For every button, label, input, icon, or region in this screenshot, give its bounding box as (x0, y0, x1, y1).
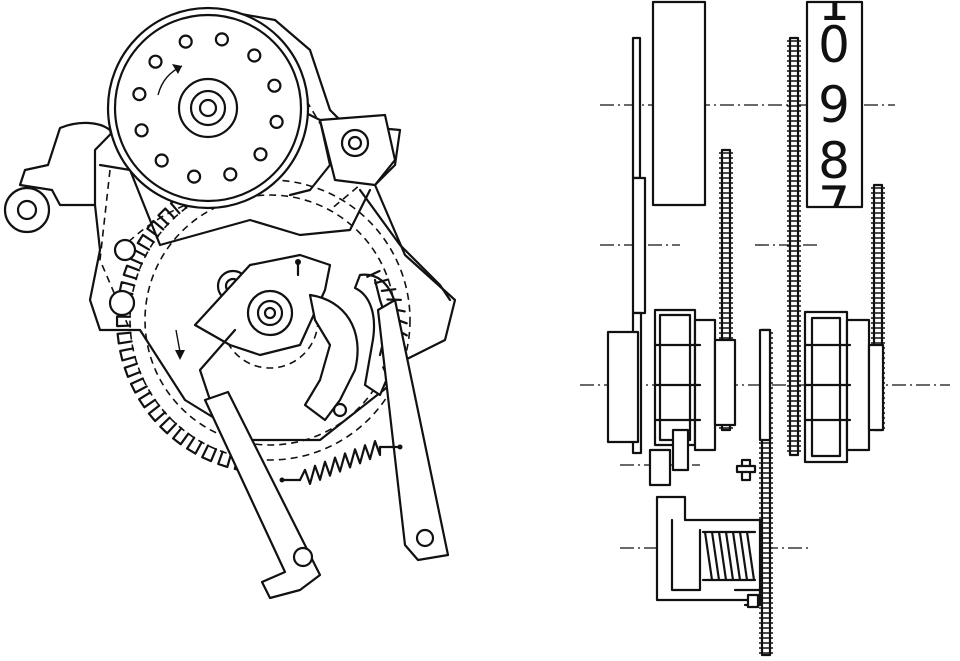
disc-hole (178, 34, 193, 49)
tension-spring (279, 440, 403, 485)
counter-digit: 0 (818, 16, 850, 74)
counter-wheel (651, 0, 707, 207)
ratchet-assembly (193, 253, 359, 422)
disc-hole (253, 147, 268, 162)
frame-hole (113, 238, 137, 262)
idler-gear (735, 328, 772, 482)
disc-hole (187, 169, 202, 184)
disc-hole (223, 167, 238, 182)
rack-teeth (787, 40, 801, 452)
gear-stack-right (803, 310, 885, 464)
rotation-arrow (175, 329, 185, 360)
counter-digit: 7 (818, 176, 850, 234)
counter-digit: 1 (818, 0, 850, 32)
counter-digit: 9 (818, 76, 850, 134)
frame-hole (108, 289, 136, 317)
counter-digit: 8 (818, 132, 850, 190)
lower-bracket (655, 495, 762, 609)
left-lever (203, 390, 322, 600)
disc-hole (134, 123, 149, 138)
disc-hole (267, 78, 282, 93)
gear-rack (720, 148, 732, 432)
disc-hole (269, 114, 284, 130)
disc-hole (154, 153, 169, 168)
front-view (3, 6, 457, 600)
right-lever (376, 298, 450, 562)
gear-racks (719, 36, 885, 657)
gear-stack-left (606, 308, 737, 487)
pivot-block (318, 113, 397, 187)
counter-disc (106, 6, 310, 210)
disc-hole (132, 86, 147, 102)
disc-hole (247, 48, 262, 63)
mounting-bracket (3, 121, 117, 234)
disc-hole (214, 32, 229, 47)
disc-hole (148, 54, 163, 69)
